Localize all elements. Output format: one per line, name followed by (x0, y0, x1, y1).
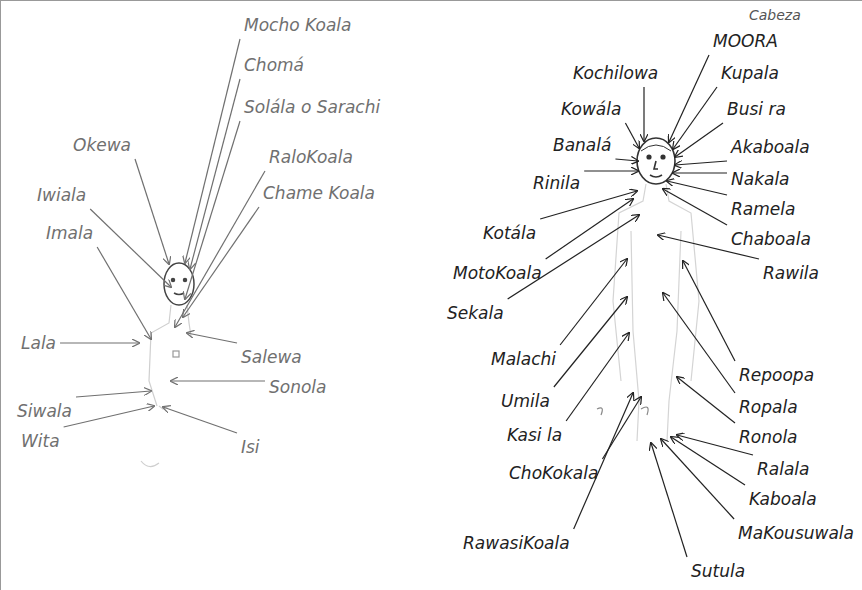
part-label: MOORA (713, 31, 778, 51)
part-label: MaKousuwala (738, 523, 854, 543)
leader-line (60, 342, 139, 343)
leader-line (675, 161, 727, 165)
part-label: Akaboala (731, 137, 810, 157)
part-label: Okewa (73, 135, 131, 155)
part-label: Kupala (721, 63, 779, 83)
part-label: Wita (21, 431, 60, 451)
leader-line (183, 207, 259, 317)
leader-line (554, 297, 627, 387)
leader-line (175, 171, 265, 327)
leader-line (185, 121, 240, 299)
leader-line (615, 159, 638, 161)
leader-line (675, 123, 723, 157)
part-label: Sekala (447, 303, 504, 323)
leader-line (190, 79, 240, 269)
part-label: Cabeza (749, 5, 801, 25)
body-sketch (141, 305, 191, 467)
part-label: Nakala (731, 169, 790, 189)
part-label: Kotála (483, 223, 536, 243)
leader-line (540, 191, 637, 219)
part-label: Busi ra (727, 99, 786, 119)
part-label: Chomá (244, 55, 304, 75)
leader-line (187, 333, 237, 343)
part-label: Mocho Koala (244, 15, 352, 35)
leader-line (663, 189, 727, 225)
part-label: Ralala (757, 459, 810, 479)
part-label: Repoopa (739, 365, 814, 385)
part-label: Malachi (491, 349, 556, 369)
leader-line (643, 87, 644, 141)
part-label: Rawila (763, 263, 819, 283)
leader-line (661, 439, 734, 519)
leader-line (135, 159, 169, 264)
leader-line (673, 87, 717, 149)
part-label: MotoKoala (453, 263, 542, 283)
leader-line (560, 259, 627, 345)
part-label: Isi (241, 437, 260, 457)
part-label: Salewa (241, 347, 302, 367)
leader-line (677, 377, 735, 423)
leader-line (64, 406, 154, 427)
part-label: Umila (501, 391, 550, 411)
part-label: RaloKoala (269, 147, 353, 167)
leader-line (163, 407, 237, 433)
part-label: RawasiKoala (463, 533, 570, 553)
leader-line (584, 170, 638, 171)
body-sketch (597, 184, 699, 441)
part-label: Sutula (691, 561, 745, 581)
part-label: Kochilowa (573, 63, 658, 83)
part-label: Ronola (739, 427, 798, 447)
part-label: Ropala (739, 397, 798, 417)
leader-line (625, 123, 639, 148)
part-label: Rinila (533, 173, 580, 193)
leader-line (90, 209, 171, 287)
part-label: Kaboala (749, 489, 817, 509)
part-label: Siwala (17, 401, 72, 421)
leader-line (671, 437, 745, 485)
head-outline (637, 138, 675, 184)
leader-line (683, 261, 735, 361)
leader-line (171, 380, 265, 381)
part-label: Kasi la (507, 425, 562, 445)
part-label: Banalá (553, 135, 611, 155)
part-label: Iwiala (37, 185, 86, 205)
part-label: Kowála (561, 99, 621, 119)
part-label: Sonola (269, 377, 327, 397)
leader-line (546, 199, 633, 259)
part-label: Lala (21, 333, 56, 353)
part-label: Chaboala (731, 229, 811, 249)
part-label: Ramela (731, 199, 795, 219)
leader-line (76, 391, 151, 397)
part-label: Chame Koala (263, 183, 375, 203)
leader-line (663, 293, 735, 393)
part-label: Solála o Sarachi (244, 97, 380, 117)
leader-line (651, 443, 687, 557)
part-label: ChoKokala (509, 463, 598, 483)
leader-line (97, 247, 151, 339)
leader-line (667, 181, 727, 195)
leader-line (673, 172, 727, 173)
leader-line (566, 333, 629, 421)
leader-line (669, 55, 709, 142)
leader-line (574, 393, 633, 529)
part-label: Imala (46, 223, 93, 243)
